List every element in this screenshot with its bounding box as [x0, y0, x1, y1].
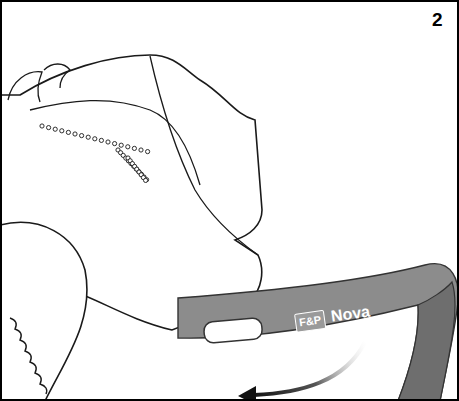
vent-hole — [126, 145, 130, 149]
mask-contour — [150, 56, 258, 255]
vent-hole — [40, 124, 44, 128]
brand-logo: F&P — [294, 310, 326, 333]
step-number: 2 — [432, 10, 443, 29]
vent-hole — [93, 137, 97, 141]
mask-contour — [30, 101, 200, 185]
vent-hole — [73, 132, 77, 136]
headgear-clip — [8, 64, 70, 102]
vent-hole — [113, 142, 117, 146]
vent-holes — [40, 124, 150, 183]
vent-hole — [145, 178, 149, 182]
product-name: Nova — [330, 304, 371, 325]
mask-elbow — [0, 222, 87, 401]
vent-hole — [53, 127, 57, 131]
vent-hole — [99, 138, 103, 142]
vent-hole — [132, 146, 136, 150]
vent-hole — [80, 134, 84, 138]
strap-slot — [203, 318, 263, 344]
vent-hole — [60, 129, 64, 133]
vent-hole — [66, 130, 70, 134]
direction-arrow — [254, 342, 365, 395]
vent-hole — [139, 148, 143, 152]
vent-hole — [47, 126, 51, 130]
vent-hole — [119, 143, 123, 147]
headgear-strap — [178, 264, 458, 401]
vent-hole — [86, 135, 90, 139]
arrow-head — [238, 386, 256, 401]
vent-hole — [144, 178, 148, 182]
hose — [10, 318, 47, 394]
strap-underside — [398, 282, 455, 401]
vent-hole — [146, 150, 150, 154]
vent-hole — [106, 140, 110, 144]
